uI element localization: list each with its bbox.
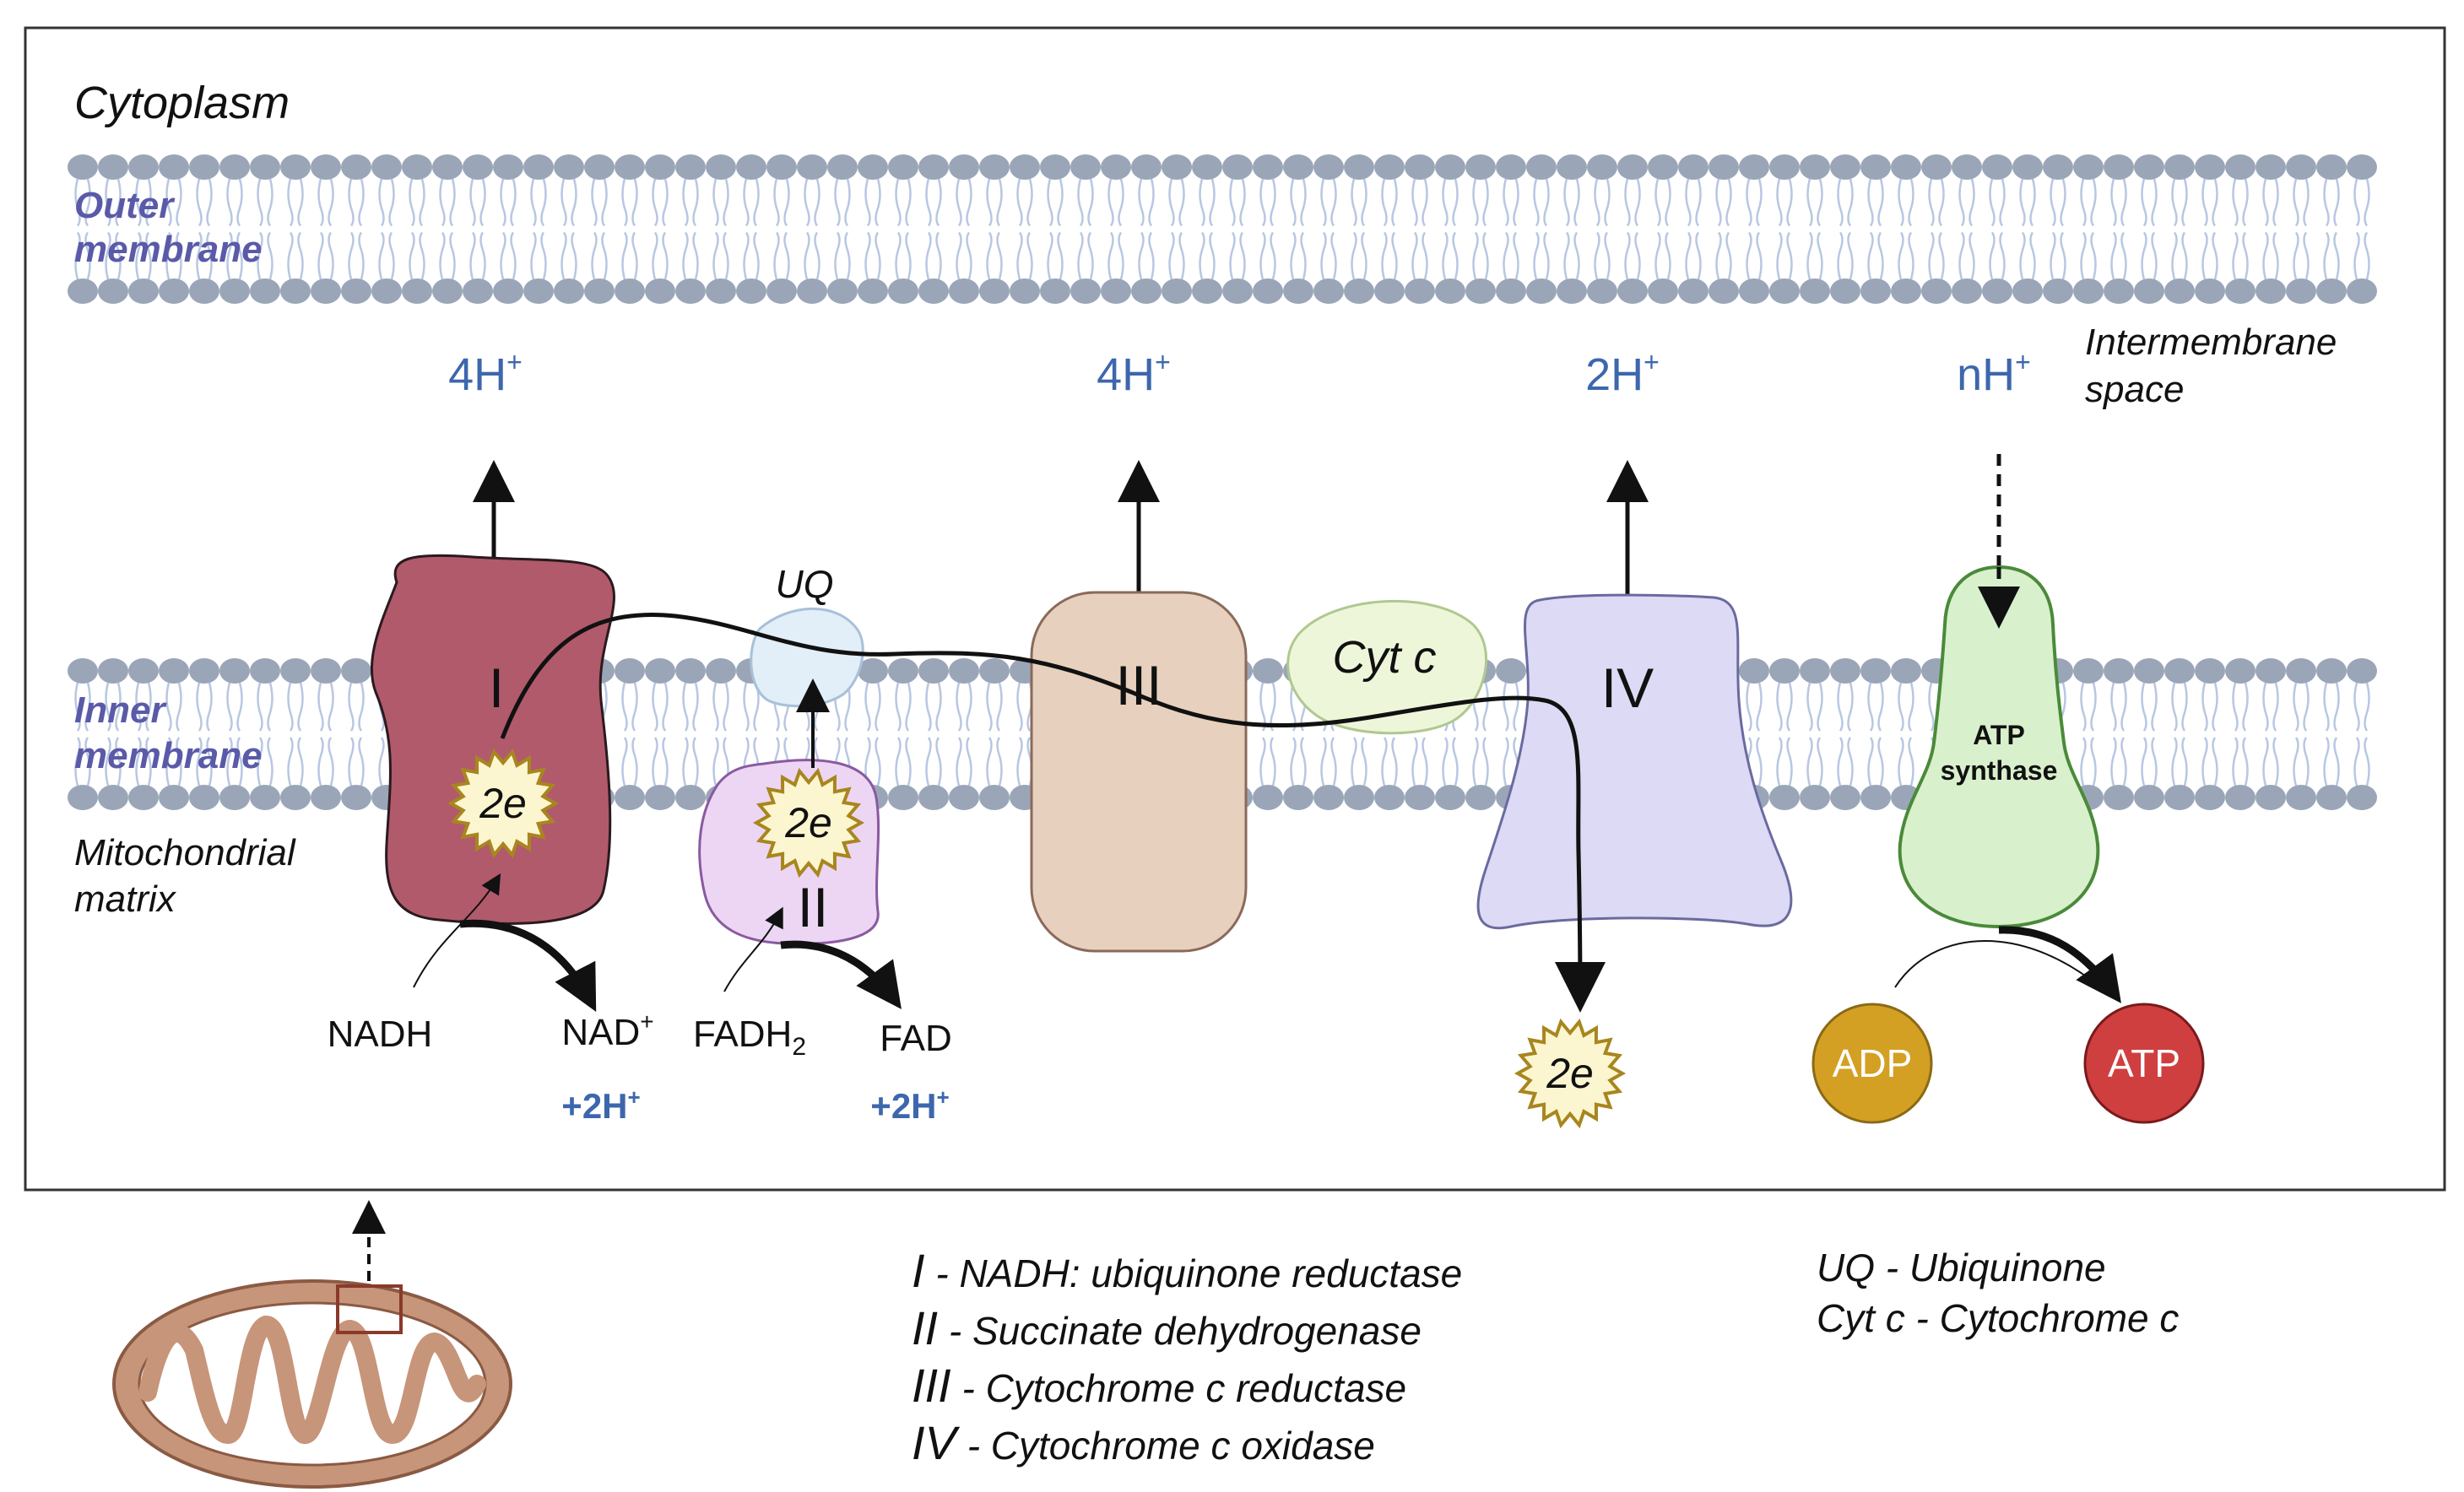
cytoplasm-label: Cytoplasm [74, 78, 290, 128]
legend-cytc: Cyt c - Cytochrome c [1817, 1296, 2179, 1340]
adp-circle [1811, 1003, 1933, 1124]
legend-item-4: IV - Cytochrome c oxidase [912, 1416, 1375, 1469]
mitochondrion-icon [112, 1279, 512, 1489]
nadh-label: NADH [328, 1014, 433, 1055]
complex-i [370, 554, 615, 925]
outer-membrane [68, 154, 2377, 304]
proton-label-c4: 2H+ [1585, 347, 1660, 400]
proton-label-c1: 4H+ [448, 347, 523, 400]
fad-arrow [780, 940, 902, 1009]
legend-item-1: I - NADH: ubiquinone reductase [912, 1244, 1462, 1297]
proton-label-atp: nH+ [1957, 347, 2031, 400]
svg-text:2e: 2e [784, 799, 832, 846]
fadh-arrow [723, 906, 783, 992]
complex-iii [1030, 591, 1248, 953]
fad-label: FAD [880, 1018, 952, 1059]
nad-arrow [459, 919, 597, 1012]
matrix-proton-release-2: +2H+ [870, 1084, 949, 1126]
electron-starburst-c2: 2e [752, 767, 865, 878]
atp-label: ATP [2108, 1041, 2180, 1085]
cytochrome-c [1286, 600, 1488, 735]
adp-label: ADP [1833, 1041, 1913, 1085]
ubiquinone [750, 607, 864, 708]
nadh-arrow [413, 873, 501, 988]
complex-iii-label: III [1115, 654, 1162, 716]
complex-i-label: I [489, 657, 504, 719]
legend-item-3: III - Cytochrome c reductase [912, 1359, 1406, 1412]
electron-starburst-c1: 2e [447, 748, 560, 859]
fadh-label: FADH2 [693, 1014, 806, 1061]
cytc-label: Cyt c [1332, 632, 1436, 683]
uq-label: UQ [776, 562, 834, 606]
legend-uq: UQ - Ubiquinone [1817, 1246, 2106, 1289]
complex-iv [1476, 593, 1793, 930]
atp-arrow [1998, 926, 2121, 1003]
electron-starburst-final: 2e [1514, 1018, 1627, 1129]
legend-left: I - NADH: ubiquinone reductase II - Succ… [912, 1244, 1462, 1469]
complex-ii-label: II [798, 876, 829, 938]
atp-circle [2083, 1003, 2205, 1124]
matrix-proton-release-1: +2H+ [561, 1084, 640, 1126]
proton-label-c3: 4H+ [1097, 347, 1171, 400]
legend-item-2: II - Succinate dehydrogenase [912, 1301, 1422, 1354]
complex-iv-label: IV [1601, 657, 1654, 719]
svg-text:2e: 2e [1546, 1050, 1594, 1097]
nad-label: NAD+ [561, 1008, 653, 1053]
electron-path [500, 613, 1606, 1013]
legend-right: UQ - Ubiquinone Cyt c - Cytochrome c [1817, 1246, 2179, 1340]
svg-text:2e: 2e [479, 780, 527, 827]
